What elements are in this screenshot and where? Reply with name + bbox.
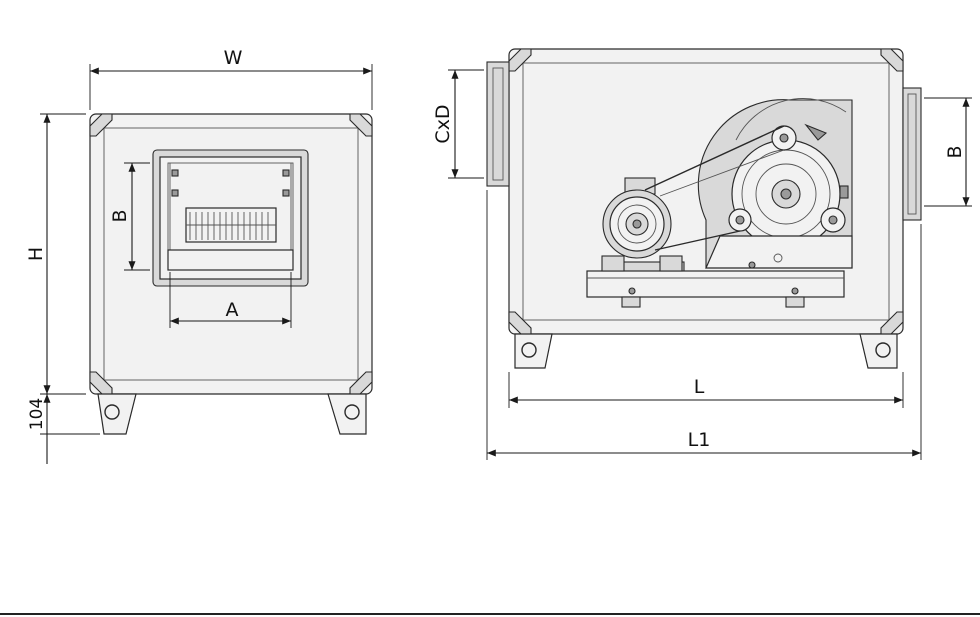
side-inlet-flange: [486, 61, 510, 187]
front-foot-left: [97, 393, 137, 435]
corner-cap-tl: [89, 113, 113, 137]
dim-label-l1: L1: [688, 429, 711, 451]
dim-label-b-side: B: [944, 145, 966, 158]
dim-label-a: A: [226, 299, 239, 321]
corner-cap-tr: [349, 113, 373, 137]
side-cabinet-inner: [522, 62, 890, 321]
side-view: CxD B L L1: [432, 48, 972, 460]
dim-label-w: W: [224, 47, 243, 69]
side-outlet-flange: [902, 87, 922, 221]
drive-belt-top: [644, 125, 785, 191]
dim-label-104: 104: [27, 398, 47, 430]
dim-label-h: H: [25, 247, 47, 261]
dim-label-cxd: CxD: [432, 104, 454, 143]
drive-belt-bottom: [654, 230, 741, 251]
front-foot-right: [327, 393, 367, 435]
dim-label-b-front: B: [109, 209, 131, 222]
dim-label-l: L: [694, 376, 705, 398]
front-view: W H 104 B A: [25, 47, 373, 464]
side-foot-left: [514, 333, 553, 369]
side-foot-right: [859, 333, 898, 369]
front-cabinet-inner: [103, 127, 359, 381]
motor-base-rail: [586, 270, 845, 298]
